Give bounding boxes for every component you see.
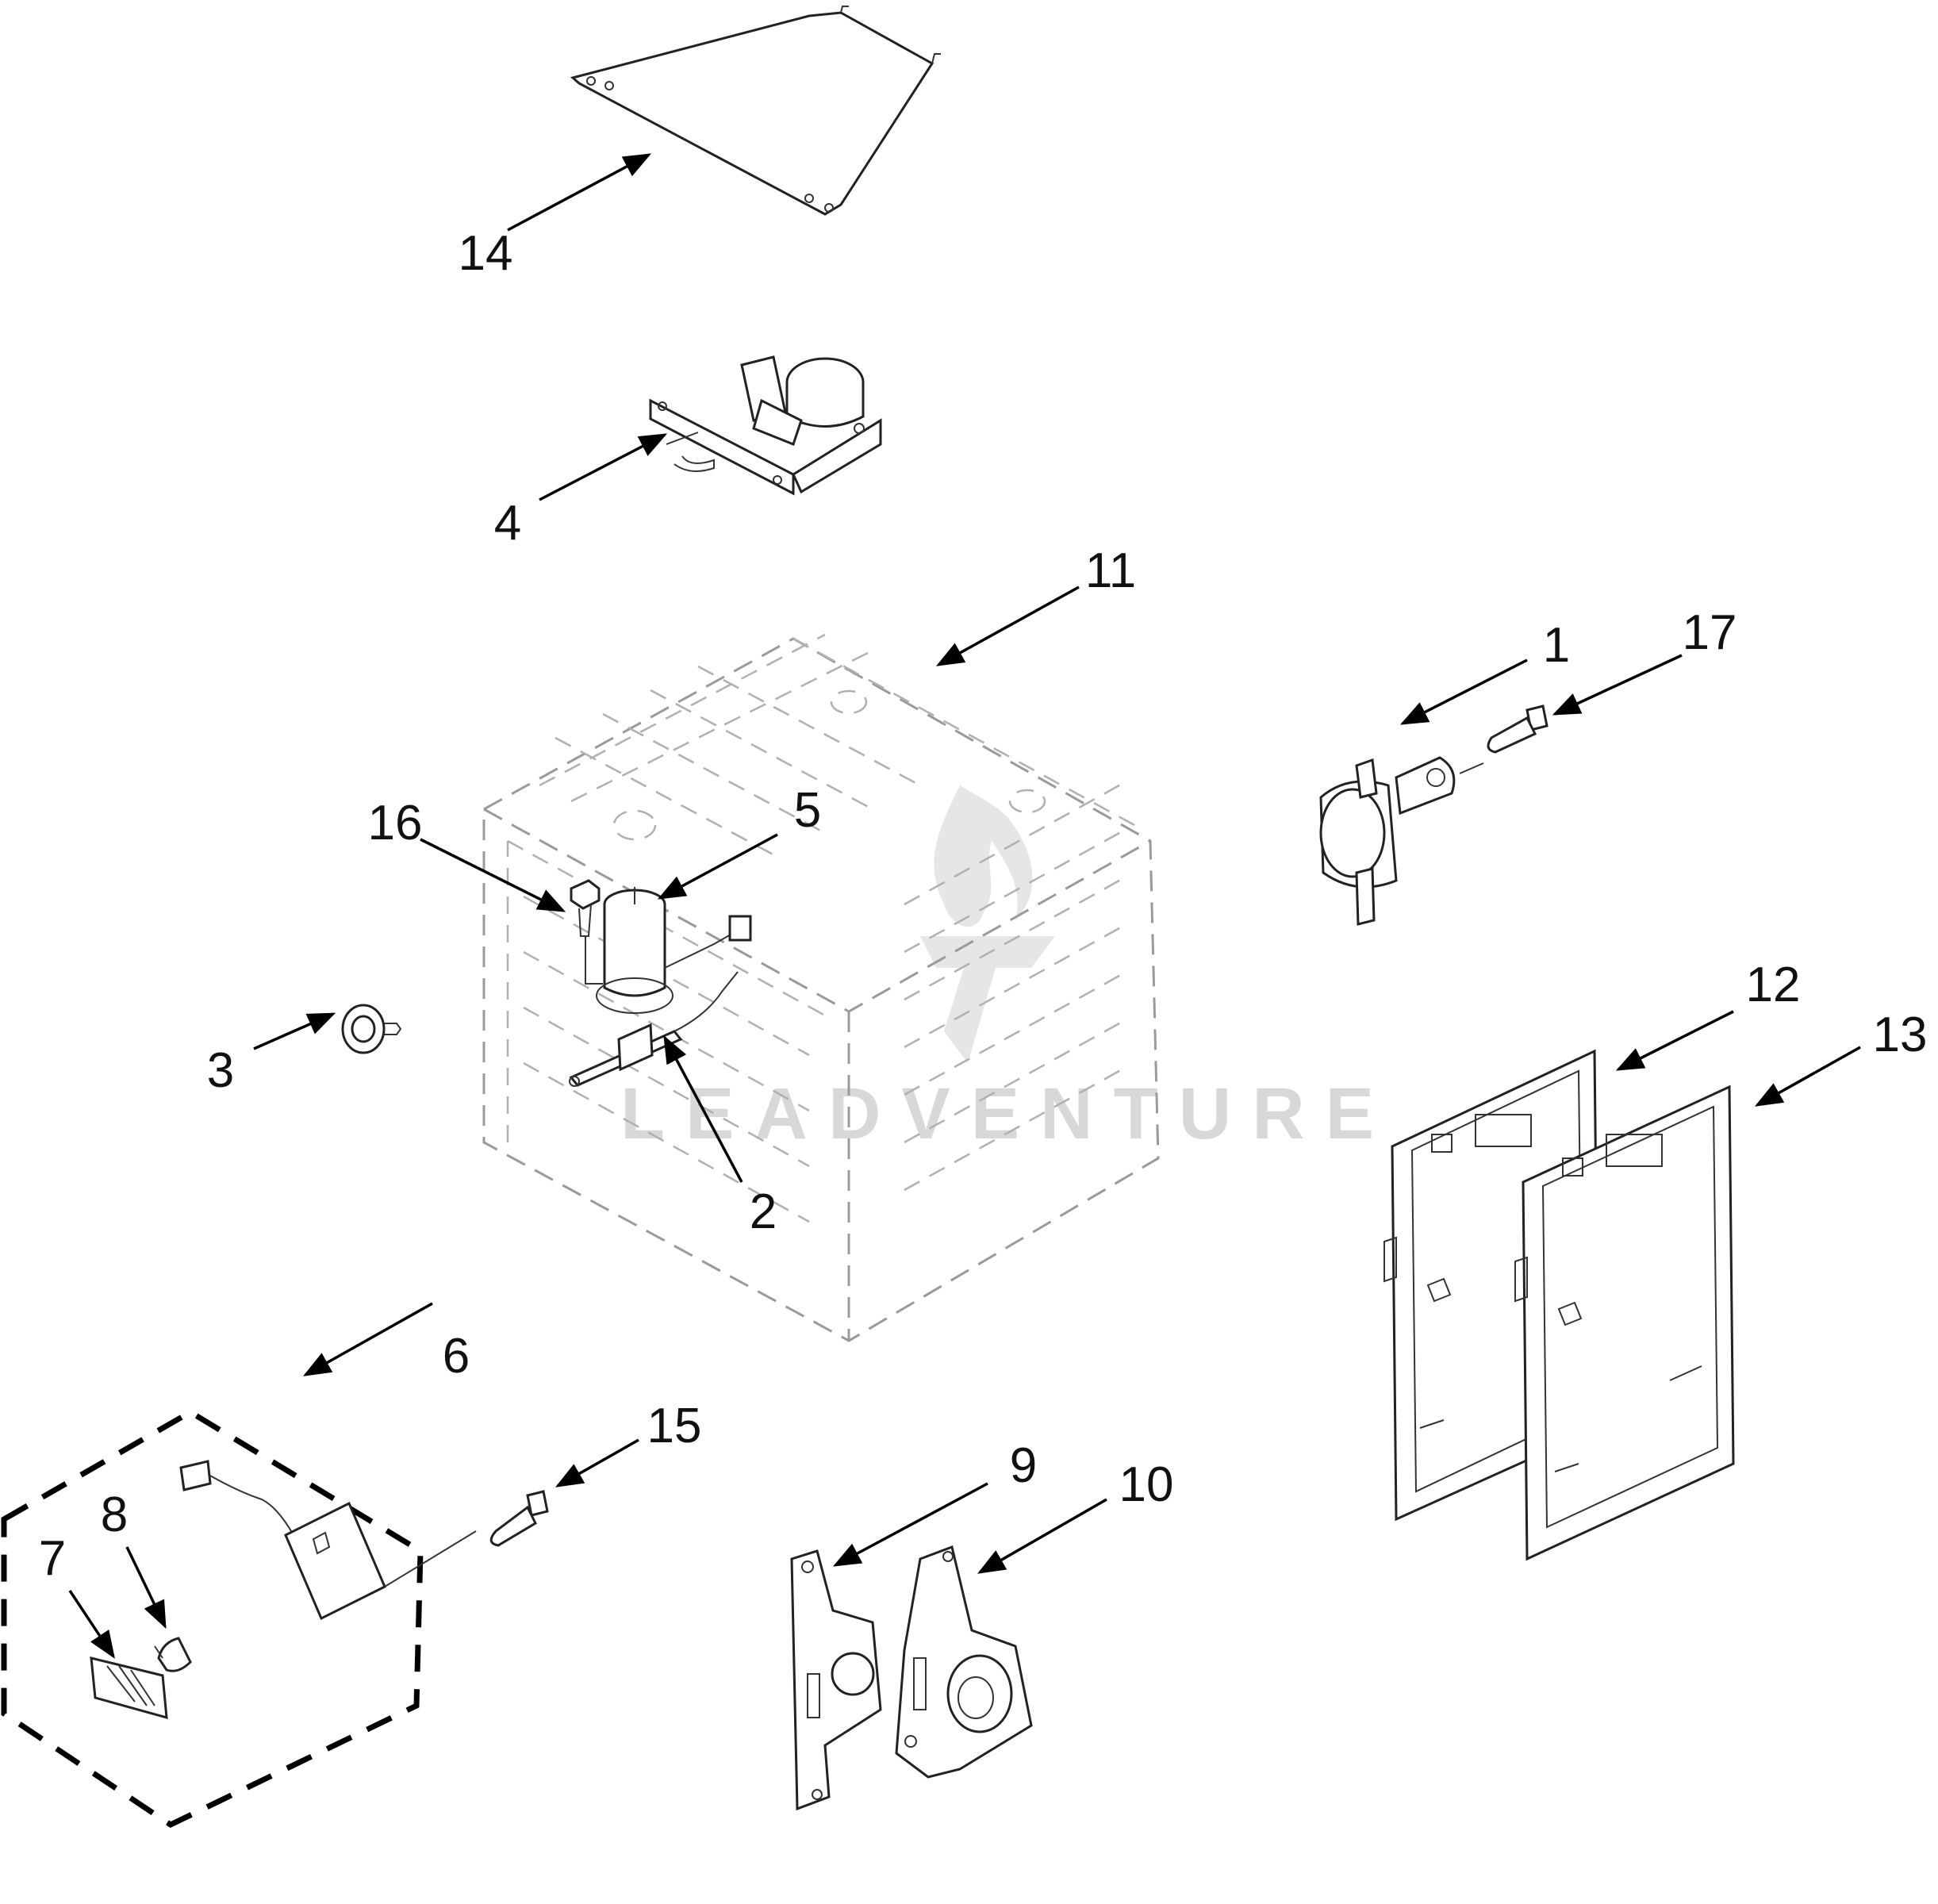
leader-12 xyxy=(1615,1010,1734,1071)
part-label-16: 16 xyxy=(368,796,423,850)
part-15-screw[interactable] xyxy=(489,1490,549,1547)
leader-17 xyxy=(1552,654,1683,716)
part-17-screw[interactable] xyxy=(1487,704,1548,754)
part-9-hinge[interactable] xyxy=(790,1549,882,1811)
part-label-14: 14 xyxy=(459,226,513,281)
part-14-bracket-plate[interactable] xyxy=(570,6,941,216)
part-5-igniter[interactable] xyxy=(585,887,752,1014)
part-10-hinge[interactable] xyxy=(895,1545,1033,1779)
part-2-probe[interactable] xyxy=(569,971,739,1087)
watermark-logo-icon xyxy=(920,936,1055,1063)
leader-6 xyxy=(302,1302,433,1376)
part-1-thermostat[interactable] xyxy=(1319,756,1484,926)
leader-16 xyxy=(420,838,566,912)
leader-15 xyxy=(555,1438,639,1488)
leader-11 xyxy=(935,585,1080,666)
part-label-11: 11 xyxy=(1085,543,1136,598)
part-13-side-panel[interactable] xyxy=(1514,1084,1735,1561)
part-label-4: 4 xyxy=(494,496,521,551)
leader-3 xyxy=(253,1012,336,1050)
part-label-13: 13 xyxy=(1873,1008,1928,1062)
watermark-flame-icon xyxy=(934,785,1033,927)
part-label-9: 9 xyxy=(1010,1438,1037,1493)
leader-7 xyxy=(68,1590,115,1659)
part-4-valve-bracket[interactable] xyxy=(649,355,882,496)
part-3-knob[interactable] xyxy=(341,1004,402,1054)
part-label-8: 8 xyxy=(101,1488,128,1542)
part-11-oven-cavity[interactable] xyxy=(482,633,1160,1342)
part-label-7: 7 xyxy=(39,1531,66,1586)
leader-4 xyxy=(539,433,668,501)
leader-9 xyxy=(832,1482,988,1567)
part-label-17: 17 xyxy=(1683,605,1737,660)
leader-13 xyxy=(1754,1046,1861,1107)
part-16-screw[interactable] xyxy=(570,879,601,937)
part-label-15: 15 xyxy=(647,1399,702,1453)
part-label-3: 3 xyxy=(207,1043,234,1098)
leader-arrows xyxy=(68,153,1861,1659)
leader-10 xyxy=(977,1498,1107,1574)
part-label-10: 10 xyxy=(1119,1457,1174,1512)
leader-2 xyxy=(663,1035,743,1183)
leader-14 xyxy=(507,153,652,232)
watermark-text: LEADVENTURE xyxy=(620,1073,1395,1154)
part-6-light-kit[interactable] xyxy=(1,1408,477,1829)
leader-1 xyxy=(1399,658,1528,725)
part-label-1: 1 xyxy=(1543,618,1570,673)
part-label-6: 6 xyxy=(443,1329,470,1384)
watermark: LEADVENTURE xyxy=(620,785,1395,1154)
leader-5 xyxy=(657,833,778,900)
part-label-5: 5 xyxy=(794,783,821,838)
part-labels: 14 4 11 16 5 3 2 1 17 12 13 6 15 9 10 8 … xyxy=(39,226,1928,1586)
leader-8 xyxy=(125,1546,167,1630)
part-label-12: 12 xyxy=(1746,958,1801,1012)
part-label-2: 2 xyxy=(750,1184,777,1239)
